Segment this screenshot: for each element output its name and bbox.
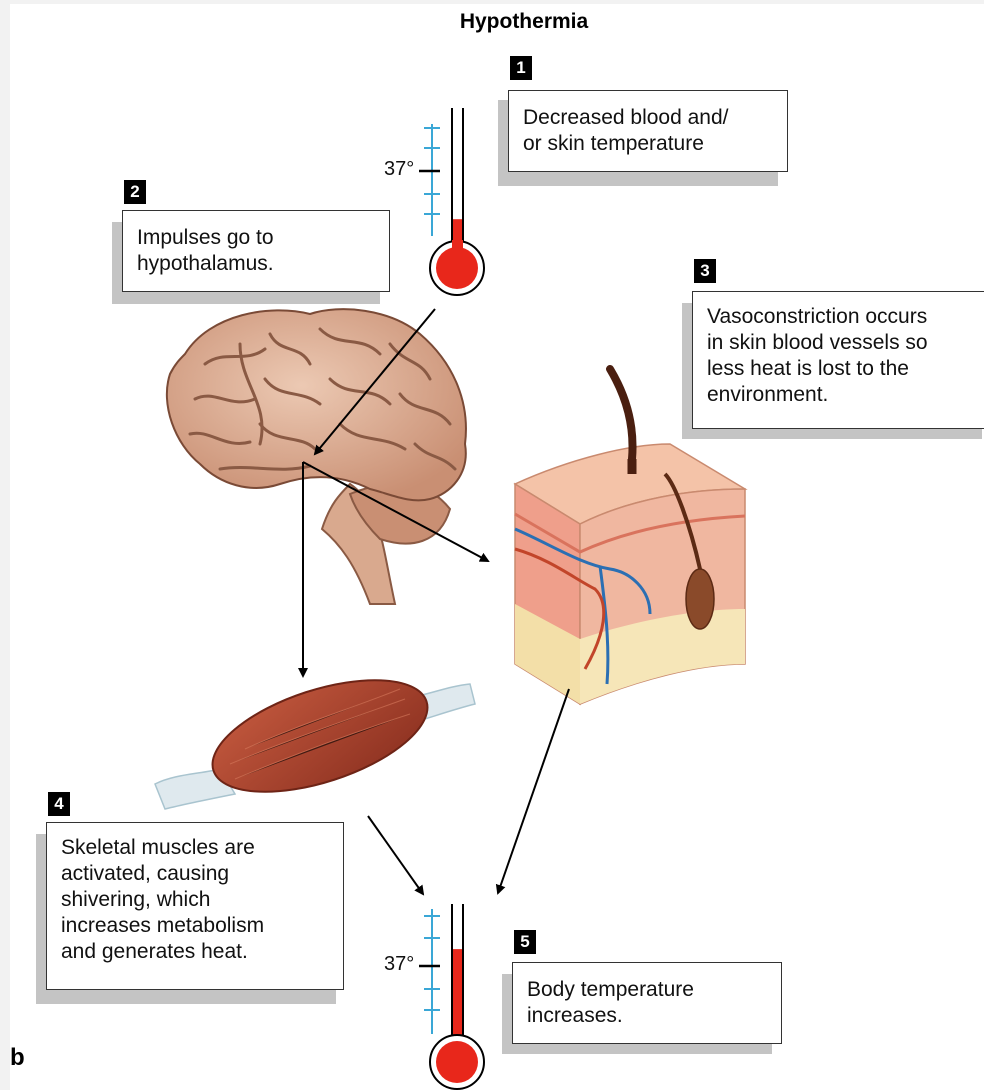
step-3-number: 3 — [694, 259, 716, 283]
step-1-text: Decreased blood and/ or skin temperature — [508, 90, 788, 172]
thermometer-bottom — [419, 904, 484, 1089]
step-5-text: Body temperature increases. — [512, 962, 782, 1044]
step-2-number: 2 — [124, 180, 146, 204]
step-3-text: Vasoconstriction occurs in skin blood ve… — [692, 291, 984, 429]
diagram-canvas: Hypothermia — [10, 4, 984, 1090]
arrow-skin-to-thermometer — [498, 689, 569, 893]
step-1-number: 1 — [510, 56, 532, 80]
step-4-text: Skeletal muscles are activated, causing … — [46, 822, 344, 990]
step-1: 1 Decreased blood and/ or skin temperatu… — [510, 56, 800, 186]
step-2-text: Impulses go to hypothalamus. — [122, 210, 390, 292]
step-4: 4 Skeletal muscles are activated, causin… — [48, 792, 358, 1007]
arrow-muscle-to-thermometer — [368, 816, 423, 894]
muscle-illustration — [155, 658, 475, 815]
figure-label: b — [10, 1044, 25, 1072]
step-5: 5 Body temperature increases. — [514, 930, 794, 1060]
step-4-number: 4 — [48, 792, 70, 816]
step-3: 3 Vasoconstriction occurs in skin blood … — [694, 259, 984, 439]
brain-illustration — [167, 309, 466, 604]
thermometer-top — [419, 108, 484, 295]
step-5-number: 5 — [514, 930, 536, 954]
thermometer-bottom-label: 37° — [384, 953, 414, 976]
step-2: 2 Impulses go to hypothalamus. — [124, 180, 404, 310]
thermometer-top-label: 37° — [384, 158, 414, 181]
